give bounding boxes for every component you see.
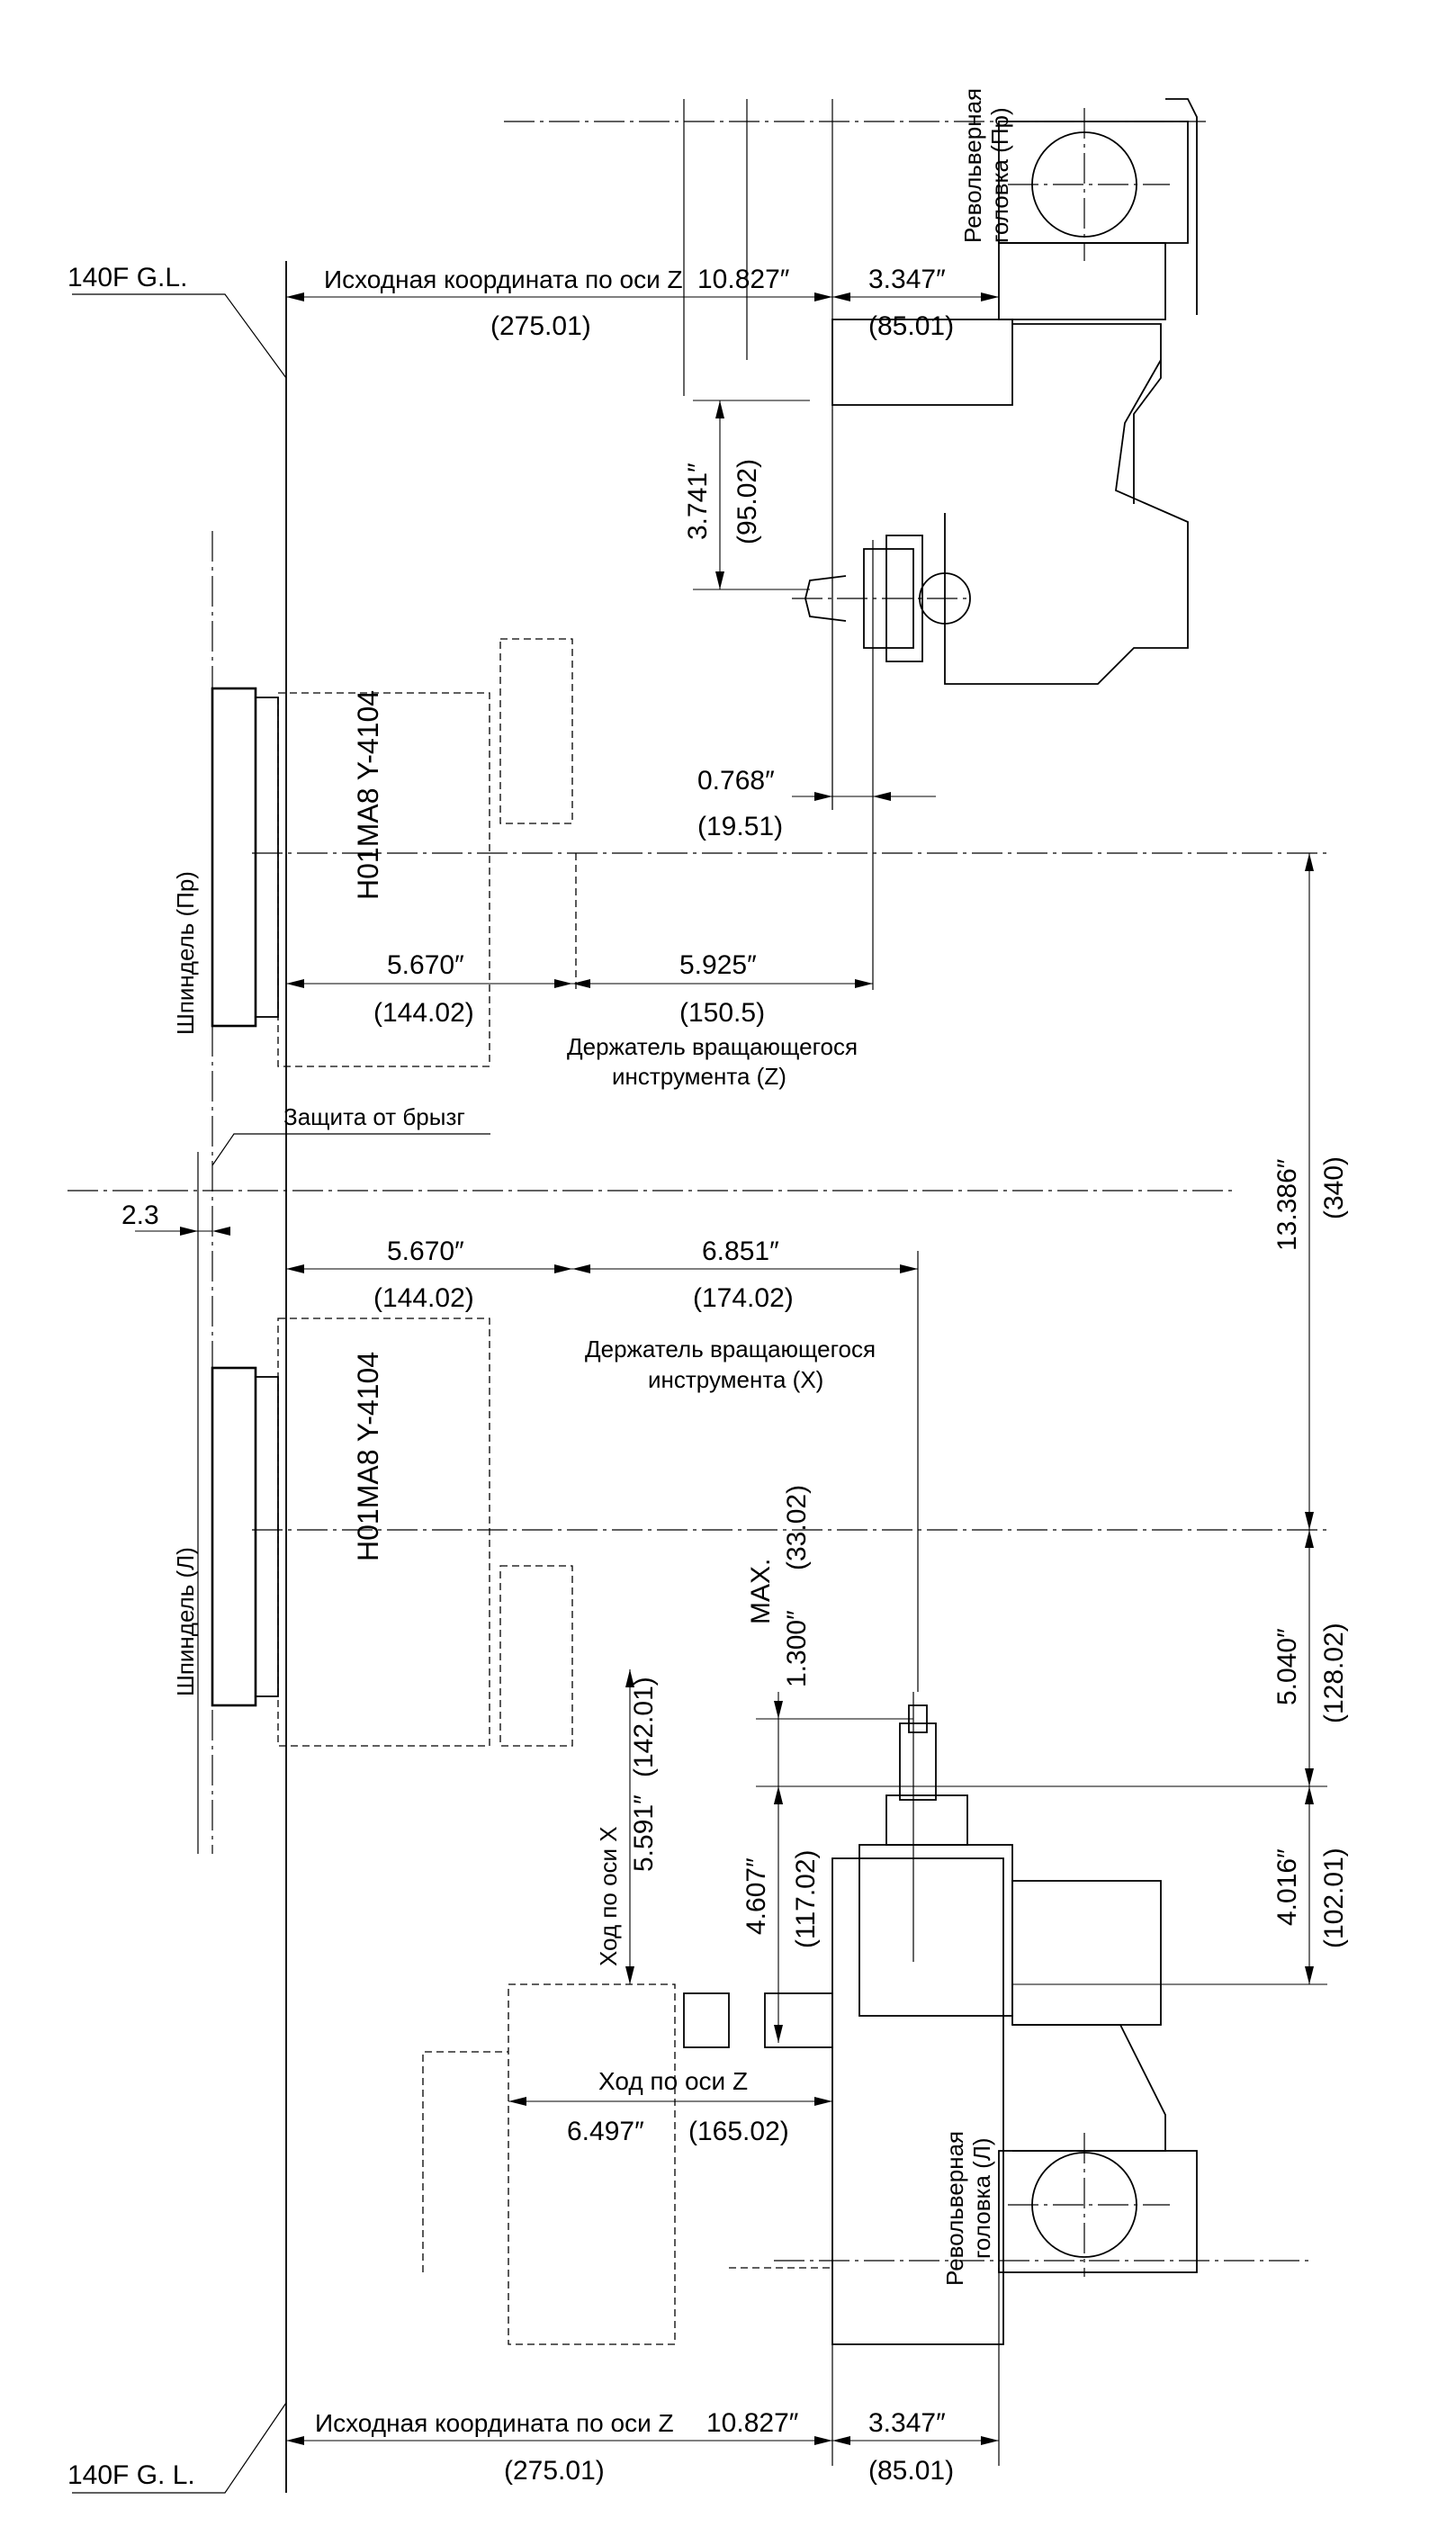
gl-bottom-label: 140F G. L. bbox=[67, 2460, 195, 2490]
travel-x-mm: (142.01) bbox=[629, 1677, 659, 1777]
max-mm: (33.02) bbox=[782, 1485, 812, 1570]
travel-envelope bbox=[422, 1983, 832, 2345]
z-origin-top-mm: (275.01) bbox=[490, 311, 591, 341]
x-low-in: 4.016″ bbox=[1272, 1848, 1302, 1926]
spindle-left bbox=[211, 1317, 573, 1747]
spindle-left-label: Шпиндель (Л) bbox=[172, 1547, 199, 1696]
spindle-right bbox=[211, 638, 577, 1067]
z-origin-bottom-label: Исходная координата по оси Z bbox=[315, 2409, 674, 2437]
holder-x-label-1: Держатель вращающегося bbox=[585, 1335, 876, 1362]
splash-guard-label: Защита от брызг bbox=[283, 1103, 465, 1130]
turret-right bbox=[683, 98, 1198, 810]
gl-top-label: 140F G.L. bbox=[67, 263, 187, 292]
max-in: 1.300″ bbox=[782, 1610, 812, 1687]
chuck-bottom-mm: (144.02) bbox=[373, 1283, 474, 1313]
dimension-lines bbox=[135, 292, 1327, 2466]
travel-x-in: 5.591″ bbox=[629, 1794, 659, 1872]
chuck-top-label: H01MA8 Y-4104 bbox=[352, 690, 384, 900]
holder-z-label-2: инструмента (Z) bbox=[612, 1063, 786, 1090]
turret-bottom-in: 3.347″ bbox=[868, 2408, 946, 2438]
holder-z-label-1: Держатель вращающегося bbox=[567, 1033, 858, 1060]
center-lines bbox=[67, 121, 1327, 2262]
small-offset-in: 0.768″ bbox=[697, 766, 775, 796]
turret-left-label-1: Револьверная bbox=[941, 2131, 968, 2286]
z-origin-bottom-in: 10.827″ bbox=[706, 2408, 799, 2438]
holder-x-in: 6.851″ bbox=[702, 1237, 779, 1266]
turret-bottom-mm: (85.01) bbox=[868, 2456, 954, 2486]
x-dist-mm: (128.02) bbox=[1319, 1623, 1349, 1723]
spindle-dist-mm: (340) bbox=[1319, 1156, 1349, 1219]
turret-x-in: 4.607″ bbox=[741, 1857, 771, 1935]
x-low-mm: (102.01) bbox=[1319, 1848, 1349, 1948]
turret-top-mm: (85.01) bbox=[868, 311, 954, 341]
ground-line: 140F G.L. 140F G. L. bbox=[67, 261, 287, 2494]
spindle-right-label: Шпиндель (Пр) bbox=[172, 871, 199, 1035]
x-dist-in: 5.040″ bbox=[1272, 1628, 1302, 1705]
holder-z-mm: (150.5) bbox=[679, 998, 765, 1028]
chuck-bottom-in: 5.670″ bbox=[387, 1237, 464, 1266]
turret-top-in: 3.347″ bbox=[868, 265, 946, 294]
turret-left-label-2: головка (Л) bbox=[968, 2137, 995, 2259]
labels: Исходная координата по оси Z 10.827″ (27… bbox=[121, 88, 1349, 2486]
travel-z-in: 6.497″ bbox=[567, 2117, 644, 2146]
max-label: MAX. bbox=[746, 1559, 776, 1624]
spindle-dist-in: 13.386″ bbox=[1272, 1158, 1302, 1251]
holder-z-in: 5.925″ bbox=[679, 950, 757, 980]
chuck-bottom-label: H01MA8 Y-4104 bbox=[352, 1352, 384, 1561]
turret-right-label-2: головка (Пр) bbox=[986, 107, 1013, 243]
z-origin-bottom-mm: (275.01) bbox=[504, 2456, 605, 2486]
turret-right-label-1: Револьверная bbox=[959, 88, 986, 243]
travel-z-mm: (165.02) bbox=[688, 2117, 789, 2146]
turret-x-mm: (117.02) bbox=[791, 1849, 821, 1948]
z-origin-top-in: 10.827″ bbox=[697, 265, 790, 294]
small-offset-mm: (19.51) bbox=[697, 812, 783, 841]
tool-offset-in: 3.741″ bbox=[683, 463, 713, 540]
holder-x-mm: (174.02) bbox=[693, 1283, 794, 1313]
chuck-top-in: 5.670″ bbox=[387, 950, 464, 980]
turret-left bbox=[683, 1692, 1198, 2345]
gap-label: 2.3 bbox=[121, 1201, 159, 1230]
travel-z-label: Ход по оси Z bbox=[598, 2067, 748, 2095]
z-origin-top-label: Исходная координата по оси Z bbox=[324, 265, 683, 293]
holder-x-label-2: инструмента (X) bbox=[648, 1366, 823, 1393]
travel-x-label: Ход по оси X bbox=[595, 1826, 622, 1966]
chuck-top-mm: (144.02) bbox=[373, 998, 474, 1028]
tool-offset-mm: (95.02) bbox=[732, 459, 762, 544]
